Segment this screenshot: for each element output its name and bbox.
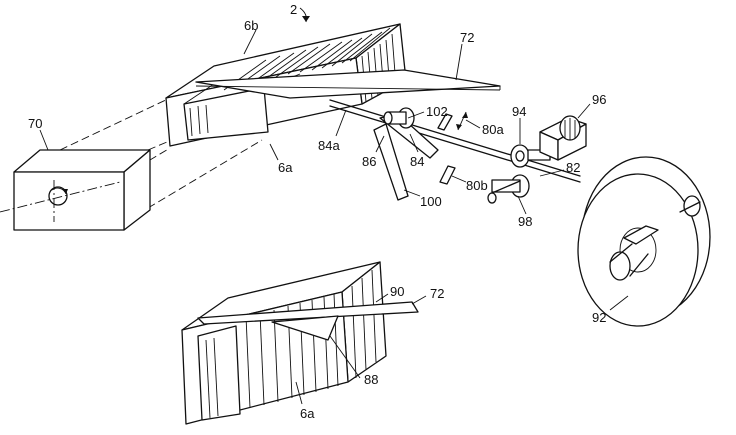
label-88: 88: [364, 372, 378, 387]
label-80a: 80a: [482, 122, 504, 137]
label-98: 98: [518, 214, 532, 229]
roller-98: [488, 175, 529, 203]
label-82: 82: [566, 160, 580, 175]
label-72-bottom: 72: [430, 286, 444, 301]
label-90: 90: [390, 284, 404, 299]
label-6a-bottom: 6a: [300, 406, 315, 421]
label-94: 94: [512, 104, 526, 119]
wheel-92: [578, 157, 710, 326]
core-stack-lower: [182, 262, 418, 424]
label-2: 2: [290, 2, 297, 17]
label-102: 102: [426, 104, 448, 119]
label-92: 92: [592, 310, 606, 325]
label-100: 100: [420, 194, 442, 209]
cutter-80b: [440, 166, 455, 184]
roller-94: [511, 145, 529, 167]
label-80b: 80b: [466, 178, 488, 193]
label-84a: 84a: [318, 138, 340, 153]
label-86: 86: [362, 154, 376, 169]
label-84: 84: [410, 154, 424, 169]
label-72-top: 72: [460, 30, 474, 45]
label-96: 96: [592, 92, 606, 107]
label-6b: 6b: [244, 18, 258, 33]
motor-96: [528, 116, 586, 160]
label-70: 70: [28, 116, 42, 131]
label-6a-top: 6a: [278, 160, 293, 175]
